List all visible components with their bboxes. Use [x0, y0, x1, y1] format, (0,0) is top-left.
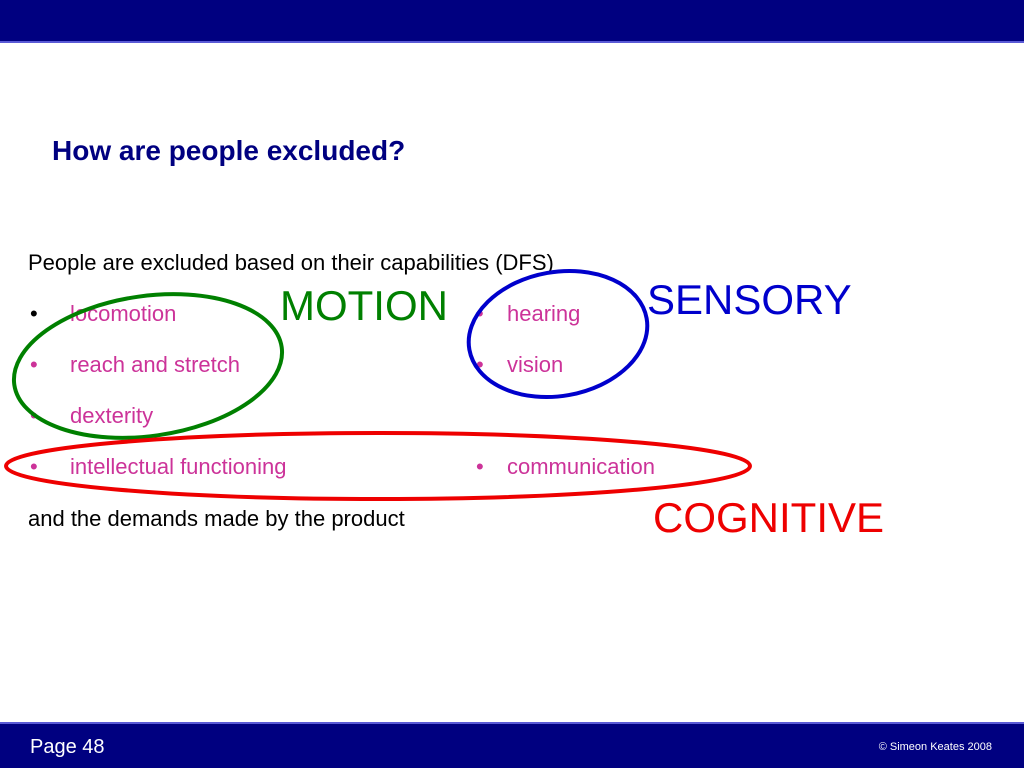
bullet-marker: •	[30, 352, 38, 377]
slide-title: How are people excluded?	[52, 135, 406, 166]
bullet-marker: •	[476, 301, 484, 326]
list-item-hearing: hearing	[507, 301, 581, 326]
page-number: Page 48	[30, 736, 105, 758]
list-item-locomotion: locomotion	[70, 301, 177, 326]
intro-text: People are excluded based on their capab…	[28, 250, 554, 275]
list-item-communication: communication	[507, 454, 655, 479]
sensory-label: SENSORY	[647, 276, 852, 323]
bullet-marker: •	[476, 352, 484, 377]
list-item-intellectual: intellectual functioning	[70, 454, 287, 479]
list-item-dexterity: dexterity	[70, 403, 154, 428]
bullet-marker: •	[30, 403, 38, 428]
bullet-marker: •	[30, 454, 38, 479]
footer-bar	[0, 724, 1024, 768]
sensory-ellipse	[466, 268, 650, 400]
bullet-marker: •	[476, 454, 484, 479]
copyright-notice: © Simeon Keates 2008	[878, 741, 992, 753]
list-item-vision: vision	[507, 352, 564, 377]
bullet-marker: •	[30, 301, 38, 326]
cognitive-label: COGNITIVE	[653, 494, 885, 541]
closing-text: and the demands made by the product	[28, 506, 405, 531]
list-item-reach: reach and stretch	[70, 352, 240, 377]
footer-bar-line	[0, 722, 1024, 724]
motion-label: MOTION	[280, 282, 448, 329]
header-bar-line	[0, 41, 1024, 43]
header-bar	[0, 0, 1024, 41]
